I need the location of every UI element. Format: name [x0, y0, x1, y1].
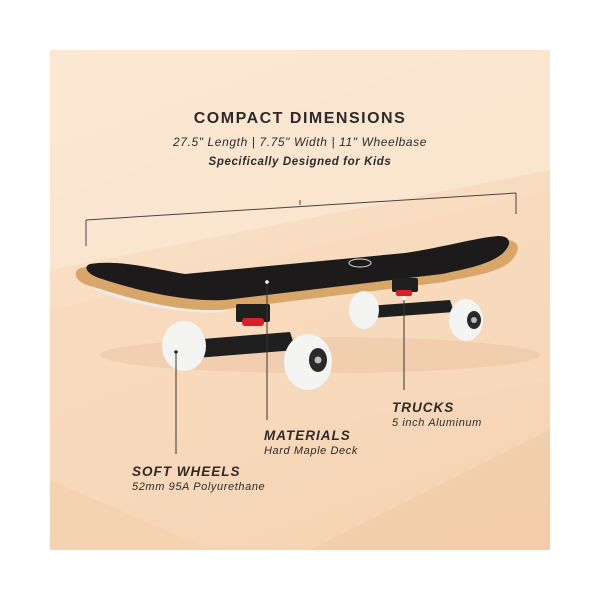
trucks-dot [402, 296, 406, 300]
grip-tape [86, 236, 510, 301]
trucks-heading: TRUCKS [392, 400, 455, 415]
trucks-detail: 5 inch Aluminum [392, 417, 482, 429]
product-image-panel: COMPACT DIMENSIONS 27.5" Length | 7.75" … [50, 50, 550, 550]
rear-wheels [349, 291, 483, 341]
materials-callout: MATERIALS Hard Maple Deck [264, 428, 358, 457]
wheels-dot [174, 350, 178, 354]
dimensions-text: 27.5" Length | 7.75" Width | 11" Wheelba… [172, 135, 428, 149]
skateboard-illustration [75, 192, 540, 454]
wheels-heading: SOFT WHEELS [132, 464, 241, 479]
material-dot [265, 280, 269, 284]
front-truck [190, 304, 296, 358]
rear-truck [368, 278, 454, 318]
materials-heading: MATERIALS [264, 428, 351, 443]
materials-detail: Hard Maple Deck [264, 445, 358, 457]
dimension-bracket [85, 192, 517, 246]
wheels-callout: SOFT WHEELS 52mm 95A Polyurethane [132, 464, 265, 493]
subtitle-text: Specifically Designed for Kids [208, 156, 392, 168]
deck-underside [90, 286, 230, 313]
grip-logo [348, 258, 372, 268]
wheels-detail: 52mm 95A Polyurethane [132, 481, 266, 493]
front-wheels [162, 321, 332, 390]
callout-lines [175, 284, 405, 454]
trucks-callout: TRUCKS 5 inch Aluminum [392, 400, 482, 429]
page-title: COMPACT DIMENSIONS [193, 110, 407, 127]
